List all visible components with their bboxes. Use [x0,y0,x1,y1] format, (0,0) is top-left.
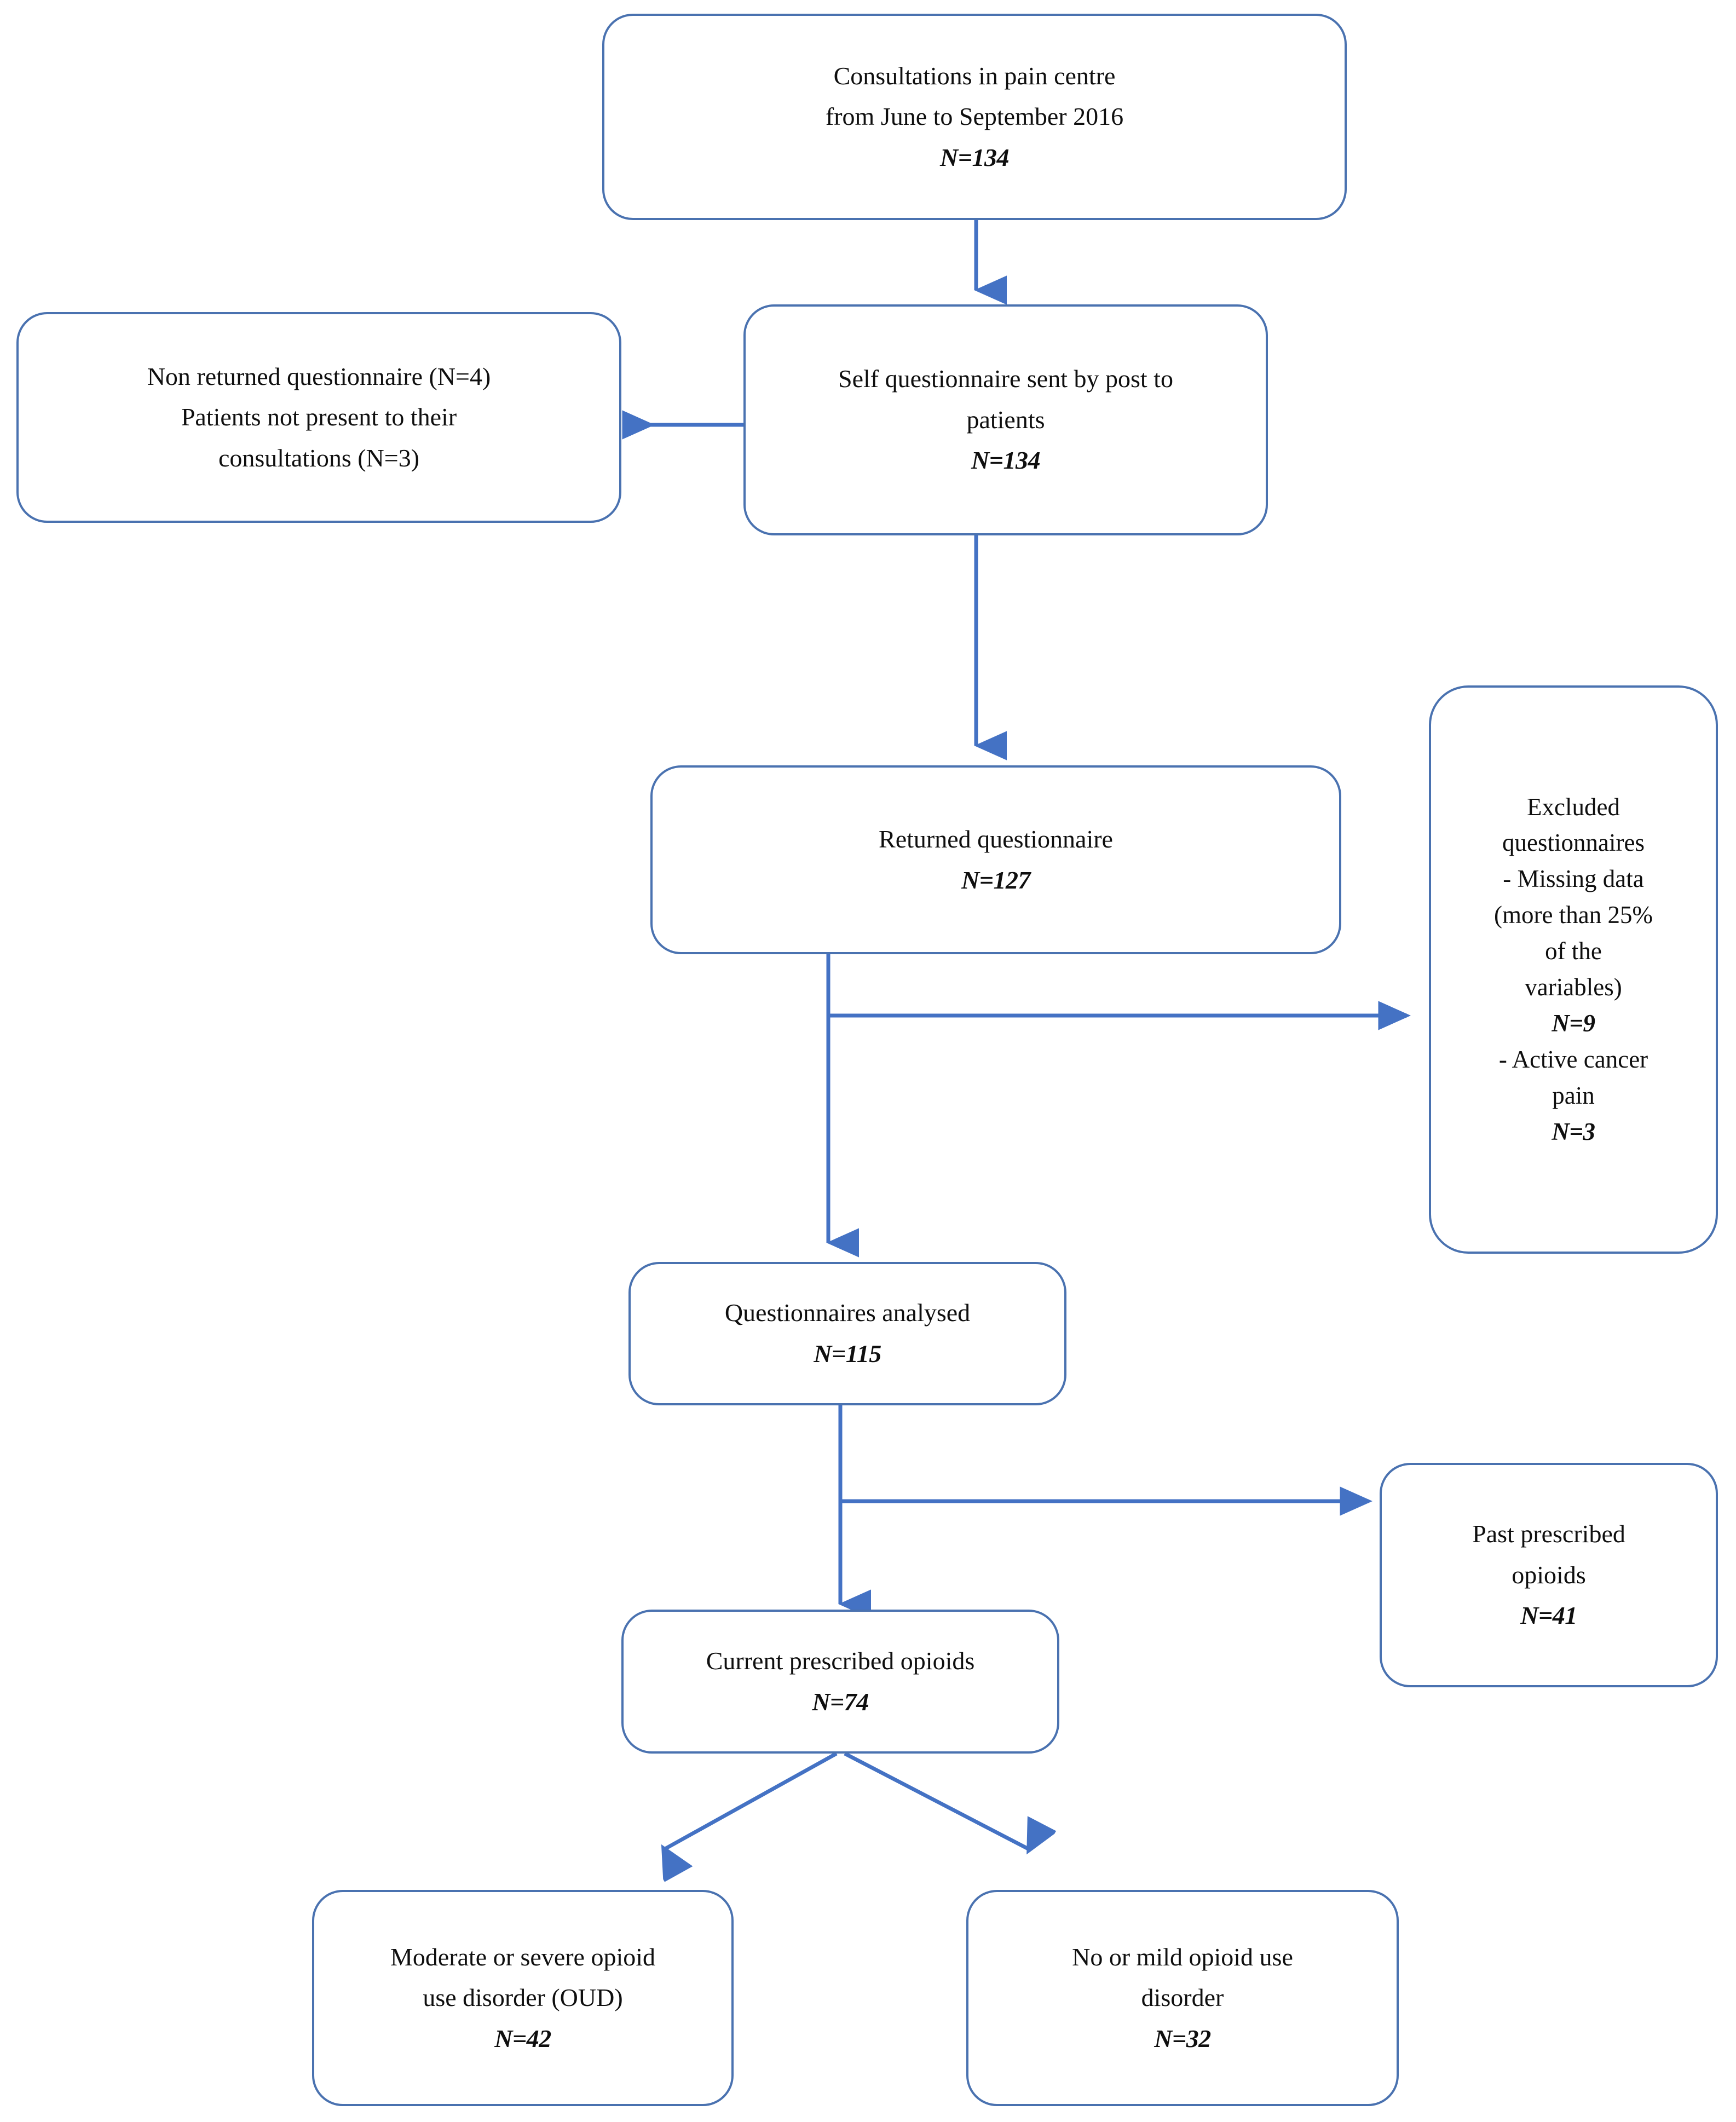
node-moderate-severe-oud[interactable]: Moderate or severe opioid use disorder (… [312,1890,734,2106]
node-no-mild-oud[interactable]: No or mild opioid use disorder N=32 [966,1890,1399,2106]
node-consultations-line2: from June to September 2016 [825,102,1124,131]
node-consultations-line1: Consultations in pain centre [833,61,1116,90]
node-excluded-line4: (more than 25% [1494,901,1653,929]
node-self-questionnaire-line1: Self questionnaire sent by post to [838,365,1173,393]
node-returned-line1: Returned questionnaire [879,824,1113,853]
node-current-opioids-line1: Current prescribed opioids [706,1646,975,1675]
edge-current-opioids-to-oud-moderate-severe [664,1751,838,1849]
node-questionnaires-analysed[interactable]: Questionnaires analysed N=115 [628,1262,1066,1405]
node-moderate-severe-oud-line1: Moderate or severe opioid [390,1942,656,1971]
node-returned-questionnaire[interactable]: Returned questionnaire N=127 [650,765,1341,954]
node-non-returned-line2: Patients not present to their [181,403,457,431]
node-no-mild-oud-line2: disorder [1141,1983,1224,2012]
node-excluded-questionnaires[interactable]: Excluded questionnaires - Missing data (… [1429,685,1718,1254]
node-moderate-severe-oud-count: N=42 [494,2024,551,2052]
node-non-returned[interactable]: Non returned questionnaire (N=4) Patient… [16,312,621,523]
node-moderate-severe-oud-line2: use disorder (OUD) [423,1983,623,2012]
node-excluded-line7: - Active cancer [1498,1045,1648,1073]
node-returned-count: N=127 [961,866,1030,894]
node-non-returned-line1: Non returned questionnaire (N=4) [147,362,491,390]
node-consultations-count: N=134 [940,143,1009,171]
node-analysed-count: N=115 [814,1340,881,1368]
node-no-mild-oud-count: N=32 [1154,2024,1211,2052]
node-past-opioids-count: N=41 [1520,1601,1577,1630]
node-self-questionnaire-line2: patients [966,405,1045,434]
node-excluded-line2: questionnaires [1502,829,1645,857]
node-excluded-line3: - Missing data [1503,865,1644,893]
node-no-mild-oud-line1: No or mild opioid use [1072,1942,1293,1971]
node-past-opioids-line2: opioids [1512,1560,1586,1589]
node-consultations[interactable]: Consultations in pain centre from June t… [602,14,1347,220]
node-past-opioids-line1: Past prescribed [1472,1520,1625,1548]
node-excluded-count2: N=3 [1552,1117,1595,1145]
node-excluded-count1: N=9 [1552,1009,1595,1037]
node-excluded-line1: Excluded [1527,793,1620,821]
node-self-questionnaire-count: N=134 [971,446,1040,475]
node-excluded-line6: variables) [1525,973,1622,1001]
node-current-opioids-count: N=74 [812,1687,869,1716]
node-excluded-line8: pain [1552,1081,1595,1109]
node-past-prescribed-opioids[interactable]: Past prescribed opioids N=41 [1380,1463,1718,1687]
node-self-questionnaire[interactable]: Self questionnaire sent by post to patie… [743,304,1268,535]
node-excluded-line5: of the [1545,937,1602,965]
node-non-returned-line3: consultations (N=3) [218,443,420,472]
node-analysed-line1: Questionnaires analysed [724,1299,971,1327]
edge-current-opioids-to-oud-none-mild [844,1751,1029,1849]
node-current-prescribed-opioids[interactable]: Current prescribed opioids N=74 [621,1610,1059,1754]
